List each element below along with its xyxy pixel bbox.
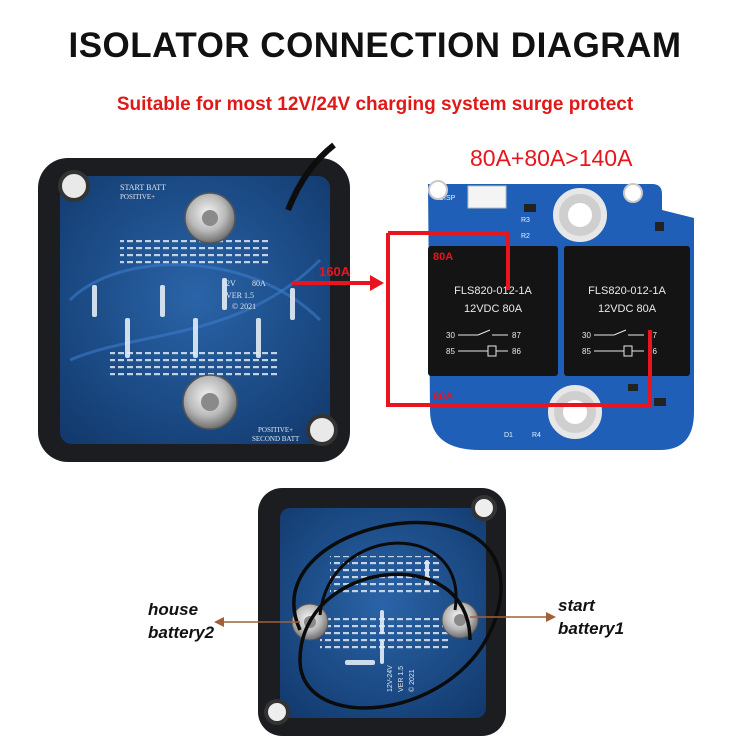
label-bottom-spec: 12V-24V (387, 665, 394, 692)
label-copyright: © 2021 (232, 302, 256, 311)
callout-arrows (214, 612, 556, 627)
label-bottom-copyright: © 2021 (408, 669, 416, 692)
label-second-batt: SECOND BATT (252, 435, 300, 443)
relay-2-rating: 12VDC 80A (598, 303, 657, 315)
label-branch-top: 80A (433, 251, 453, 263)
silk-r4: R4 (532, 432, 541, 439)
silk-disp: DISP (439, 195, 456, 202)
capacity-label: 80A+80A>140A (470, 145, 633, 171)
wire-branch-top (388, 231, 510, 290)
label-branch-bottom: 80A (433, 391, 453, 403)
house-label-line1: house (148, 600, 199, 619)
relay-1-rating: 12VDC 80A (464, 303, 523, 315)
mount-hole (471, 495, 497, 521)
relay-1: FLS820-012-1A 12VDC 80A 30 87 85 86 (428, 246, 558, 376)
relay-2-pin86: 86 (648, 347, 657, 356)
bottom-isolator-unit: 12V-24V VER 1.5 © 2021 (258, 488, 506, 736)
label-positive-bottom: POSITIVE+ (258, 426, 293, 434)
relay-2-pin30: 30 (582, 331, 591, 340)
silk-r2: R2 (521, 233, 530, 240)
relay-1-pin87: 87 (512, 331, 521, 340)
start-label-line2: battery1 (558, 619, 625, 638)
top-isolator-unit: START BATT POSITIVE+ 12V 80A VER 1.5 © 2… (38, 142, 350, 462)
house-battery-callout: house battery2 (148, 598, 214, 644)
start-label-line1: start (558, 596, 595, 615)
relay-1-pin85: 85 (446, 347, 455, 356)
label-version: VER 1.5 (226, 291, 254, 300)
wire-branch-bottom (386, 233, 652, 407)
page-subtitle: Suitable for most 12V/24V charging syste… (116, 94, 634, 115)
relay-2-pin87: 87 (648, 331, 657, 340)
label-bottom-version: VER 1.5 (398, 666, 405, 692)
label-start-batt: START BATT (120, 183, 166, 192)
silk-r3: R3 (521, 217, 530, 224)
disp-connector (467, 185, 507, 209)
label-12v: 12V (222, 279, 236, 288)
house-label-line2: battery2 (148, 623, 215, 642)
relay-2: FLS820-012-1A 12VDC 80A 30 87 85 86 (564, 246, 690, 376)
page-title: ISOLATOR CONNECTION DIAGRAM (68, 26, 682, 65)
relay-1-model: FLS820-012-1A (454, 285, 532, 297)
relay-1-pin86: 86 (512, 347, 521, 356)
label-80a: 80A (252, 279, 266, 288)
label-input-current: 160A (319, 264, 351, 279)
relay-2-model: FLS820-012-1A (588, 285, 666, 297)
label-positive-top: POSITIVE+ (120, 193, 155, 201)
start-battery-callout: start battery1 (558, 594, 624, 640)
mount-hole (264, 699, 290, 725)
mount-hole (306, 414, 338, 446)
input-arrow-head (370, 275, 384, 291)
silk-d1: D1 (504, 432, 513, 439)
current-path (292, 231, 652, 407)
relay-1-pin30: 30 (446, 331, 455, 340)
relay-2-pin85: 85 (582, 347, 591, 356)
mount-hole (58, 170, 90, 202)
